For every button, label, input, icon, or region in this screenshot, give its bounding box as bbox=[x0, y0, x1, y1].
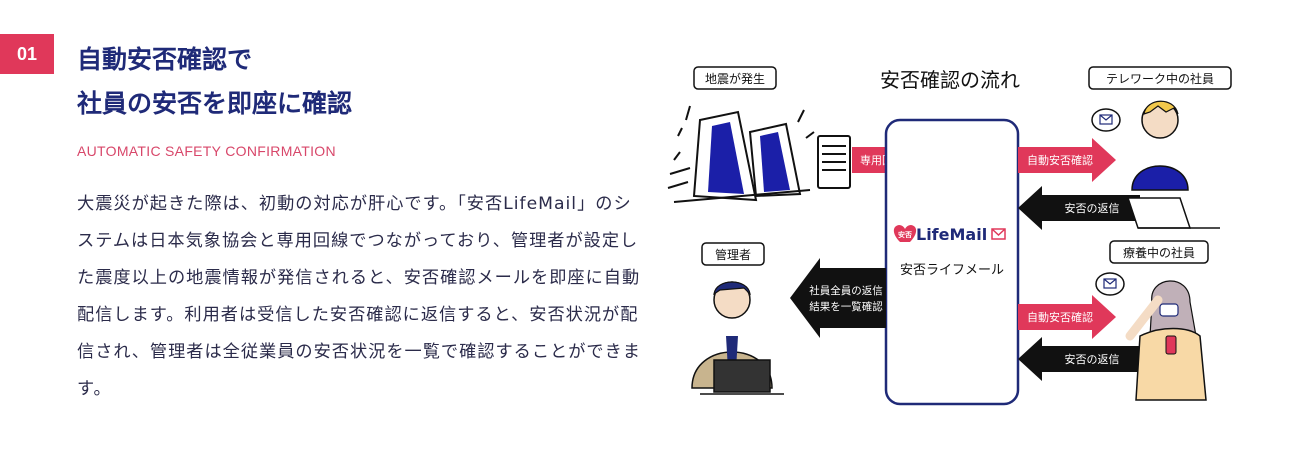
heart-icon bbox=[893, 225, 917, 242]
arrow-auto-confirm-2-label: 自動安否確認 bbox=[1027, 310, 1093, 324]
service-logo: LifeMail bbox=[916, 225, 987, 244]
lifemail-service-box: 安否 LifeMail 安否ライフメール bbox=[884, 118, 1020, 406]
section-number-badge: 01 bbox=[0, 34, 54, 74]
label-telework: テレワーク中の社員 bbox=[1088, 66, 1232, 90]
arrow-admin-result: 社員全員の返信 結果を一覧確認 bbox=[790, 258, 886, 338]
arrow-reply-1: 安否の返信 bbox=[1018, 186, 1140, 230]
section-title: 自動安否確認で 社員の安否を即座に確認 bbox=[77, 38, 637, 126]
administrator-illustration bbox=[691, 281, 784, 395]
label-recovering-text: 療養中の社員 bbox=[1123, 245, 1195, 260]
service-name: 安否ライフメール bbox=[900, 263, 1004, 278]
label-telework-text: テレワーク中の社員 bbox=[1106, 71, 1214, 86]
arrow-reply-1-label: 安否の返信 bbox=[1065, 201, 1120, 215]
service-badge-text: 安否 bbox=[898, 230, 912, 239]
label-admin-text: 管理者 bbox=[715, 247, 751, 262]
section-title-line-1: 自動安否確認で bbox=[77, 45, 253, 74]
section-title-line-2: 社員の安否を即座に確認 bbox=[77, 89, 353, 118]
section-body: 大震災が起きた際は、初動の対応が肝心です。「安否LifeMail」のシステムは日… bbox=[77, 194, 641, 399]
arrow-auto-confirm-1-label: 自動安否確認 bbox=[1027, 153, 1093, 167]
label-earthquake: 地震が発生 bbox=[693, 66, 777, 90]
label-recovering: 療養中の社員 bbox=[1109, 240, 1209, 264]
recovering-employee-illustration bbox=[1095, 272, 1207, 401]
arrow-reply-2: 安否の返信 bbox=[1018, 337, 1150, 381]
arrow-admin-result-line-2: 結果を一覧確認 bbox=[809, 300, 883, 313]
arrow-auto-confirm-1: 自動安否確認 bbox=[1018, 138, 1116, 182]
arrow-auto-confirm-2: 自動安否確認 bbox=[1018, 295, 1116, 339]
server-icon bbox=[817, 135, 851, 189]
label-earthquake-text: 地震が発生 bbox=[705, 71, 765, 86]
safety-flow-diagram: 安否確認の流れ 地震が発生 テレワーク中の社員 管理者 療養中の社員 bbox=[660, 40, 1293, 476]
telework-employee-illustration bbox=[1091, 100, 1220, 229]
arrow-admin-result-line-1: 社員全員の返信 bbox=[809, 284, 883, 297]
section-subtitle: AUTOMATIC SAFETY CONFIRMATION bbox=[77, 143, 336, 159]
diagram-title: 安否確認の流れ bbox=[880, 68, 1020, 92]
mail-icon bbox=[991, 228, 1006, 240]
label-admin: 管理者 bbox=[701, 242, 765, 266]
collapsing-buildings-illustration bbox=[667, 105, 815, 203]
arrow-reply-2-label: 安否の返信 bbox=[1065, 352, 1120, 366]
